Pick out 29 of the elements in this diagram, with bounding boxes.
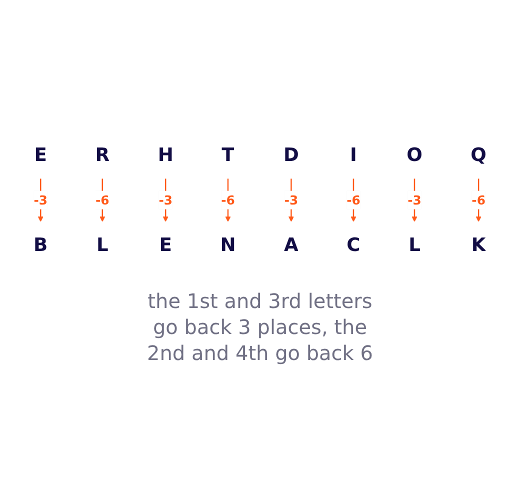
arrow [162,178,168,222]
edge-label: -6 [472,193,486,208]
node-text: L [408,234,420,256]
edge-label: -6 [346,193,360,208]
edge-label: -6 [221,193,235,208]
edge-label: -3 [284,193,298,208]
node-text: N [220,234,236,256]
node-text: E [34,144,47,166]
node-text: I [350,144,357,166]
node-text: T [222,144,234,166]
node-text: D [284,144,299,166]
node-text: L [96,234,108,256]
arrow [412,178,418,222]
node-text: C [346,234,360,256]
edge-label: -3 [408,193,422,208]
node-text: H [158,144,174,166]
node-text: Q [470,144,486,166]
node-text: A [284,234,298,256]
node-text: R [95,144,110,166]
node-text: E [159,234,172,256]
arrow [288,178,294,222]
edge-label: -3 [158,193,172,208]
node-text: O [406,144,422,166]
caption: the 1st and 3rd letters go back 3 places, the 2nd and 4th go back 6 [146,288,374,366]
node-text: B [34,234,48,256]
arrow [38,178,44,222]
node-text: K [471,234,486,256]
edge-label: -6 [96,193,110,208]
edge-label: -3 [34,193,48,208]
